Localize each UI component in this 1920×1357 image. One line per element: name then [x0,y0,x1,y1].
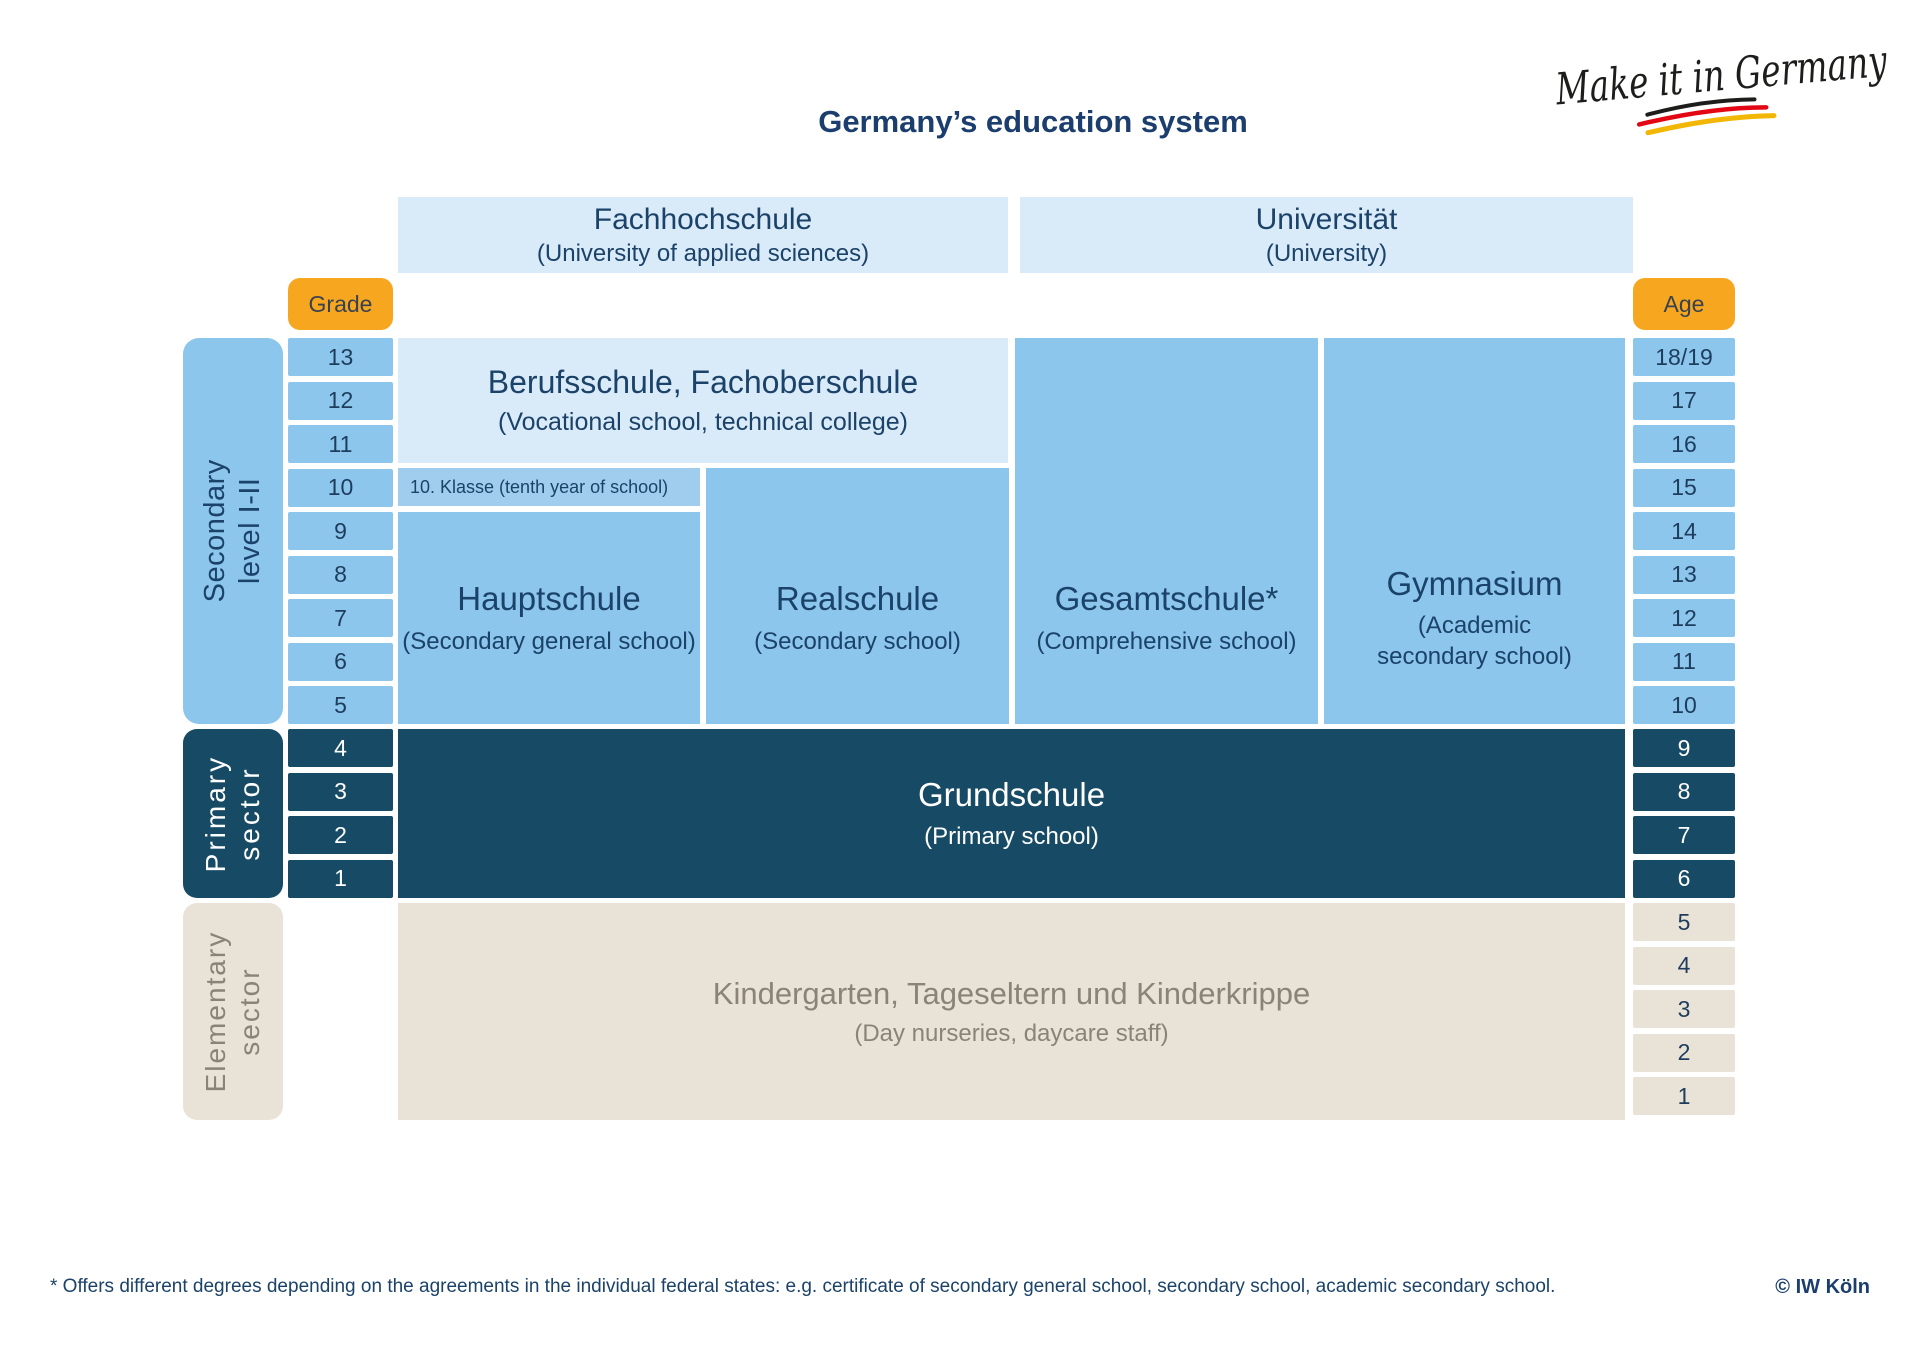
age-column-elementary: 5 4 3 2 1 [1633,903,1735,1115]
age-cell: 18/19 [1633,338,1735,376]
realschule-label-block: Realschule (Secondary school) [706,512,1009,724]
hauptschule-subtitle: (Secondary general school) [402,627,696,655]
gymnasium-label-block: Gymnasium (Academic secondary school) [1324,512,1625,724]
fachhochschule-title: Fachhochschule [593,202,813,236]
grade-cell: 12 [288,381,393,420]
age-cell: 8 [1633,772,1735,811]
gymnasium-subtitle: (Academic secondary school) [1377,612,1572,671]
grade-cell: 2 [288,816,393,854]
box-realschule: Realschule (Secondary school) [706,468,1009,724]
box-kindergarten: Kindergarten, Tageseltern und Kinderkrip… [398,903,1625,1120]
grade-cell: 7 [288,599,393,637]
make-it-in-germany-logo: Make it in Germany [1553,36,1890,136]
sector-label-elementary: Elementary sector [183,903,283,1120]
grade-cell: 8 [288,555,393,594]
grade-cell: 1 [288,859,393,898]
logo-script-text: Make it in Germany [1553,36,1890,116]
box-berufsschule: Berufsschule, Fachoberschule (Vocational… [398,338,1008,463]
age-cell: 9 [1633,729,1735,767]
grade-cell: 9 [288,512,393,550]
german-flag-swoosh-red [1636,105,1769,127]
box-fachhochschule: Fachhochschule (University of applied sc… [398,197,1008,273]
box-hauptschule: Hauptschule (Secondary general school) [398,512,700,724]
copyright: © IW Köln [1775,1276,1870,1298]
grade-cell: 4 [288,729,393,767]
hauptschule-title: Hauptschule [457,580,641,618]
berufsschule-title: Berufsschule, Fachoberschule [487,363,919,400]
box-gymnasium: Gymnasium (Academic secondary school) [1324,338,1625,724]
elementary-sector-label: Elementary sector [200,930,265,1093]
kindergarten-subtitle: (Day nurseries, daycare staff) [854,1019,1169,1047]
age-column-secondary: 18/19 17 16 15 14 13 12 11 10 [1633,338,1735,724]
age-cell: 11 [1633,642,1735,681]
age-cell: 2 [1633,1033,1735,1072]
age-cell: 3 [1633,990,1735,1028]
grundschule-subtitle: (Primary school) [924,823,1099,851]
realschule-subtitle: (Secondary school) [754,627,961,655]
gymnasium-title: Gymnasium [1386,564,1563,602]
grade-cell: 6 [288,642,393,681]
grade-cell: 11 [288,425,393,463]
age-cell: 13 [1633,555,1735,594]
grade-column-header: Grade [288,278,393,330]
grade-column-primary: 4 3 2 1 [288,729,393,898]
german-flag-swoosh-gold [1645,113,1777,136]
age-cell: 4 [1633,946,1735,985]
realschule-title: Realschule [775,580,940,618]
age-cell: 12 [1633,599,1735,637]
secondary-level-label: Secondary level I-II [199,459,266,603]
page-title: Germany’s education system [818,104,1248,139]
age-cell: 10 [1633,686,1735,724]
universitaet-title: Universität [1255,202,1398,236]
age-cell: 16 [1633,425,1735,463]
age-cell: 5 [1633,903,1735,941]
age-cell: 6 [1633,859,1735,898]
box-universitaet: Universität (University) [1020,197,1633,273]
grundschule-title: Grundschule [917,775,1106,813]
grade-cell: 3 [288,772,393,811]
gesamtschule-label-block: Gesamtschule* (Comprehensive school) [1015,512,1318,724]
age-column-header: Age [1633,278,1735,330]
grade-column-secondary: 13 12 11 10 9 8 7 6 5 [288,338,393,724]
grade-cell: 13 [288,338,393,376]
age-cell: 7 [1633,816,1735,854]
sector-label-primary: Primary sector [183,729,283,898]
footnote: * Offers different degrees depending on … [50,1276,1556,1297]
age-cell: 15 [1633,468,1735,507]
kindergarten-title: Kindergarten, Tageseltern und Kinderkrip… [712,975,1311,1011]
age-column-primary: 9 8 7 6 [1633,729,1735,898]
sector-label-secondary: Secondary level I-II [183,338,283,724]
age-cell: 17 [1633,381,1735,420]
box-tenth-klasse: 10. Klasse (tenth year of school) [398,468,700,506]
age-cell: 1 [1633,1077,1735,1115]
fachhochschule-subtitle: (University of applied sciences) [536,239,870,267]
german-flag-swoosh-black [1645,97,1757,117]
universitaet-subtitle: (University) [1265,239,1388,267]
box-gesamtschule: Gesamtschule* (Comprehensive school) [1015,338,1318,724]
gesamtschule-subtitle: (Comprehensive school) [1036,627,1297,655]
grade-cell: 5 [288,686,393,724]
age-cell: 14 [1633,512,1735,550]
berufsschule-subtitle: (Vocational school, technical college) [498,408,908,437]
grade-cell: 10 [288,468,393,507]
box-grundschule: Grundschule (Primary school) [398,729,1625,898]
primary-sector-label: Primary sector [200,754,266,873]
gesamtschule-title: Gesamtschule* [1054,580,1279,618]
